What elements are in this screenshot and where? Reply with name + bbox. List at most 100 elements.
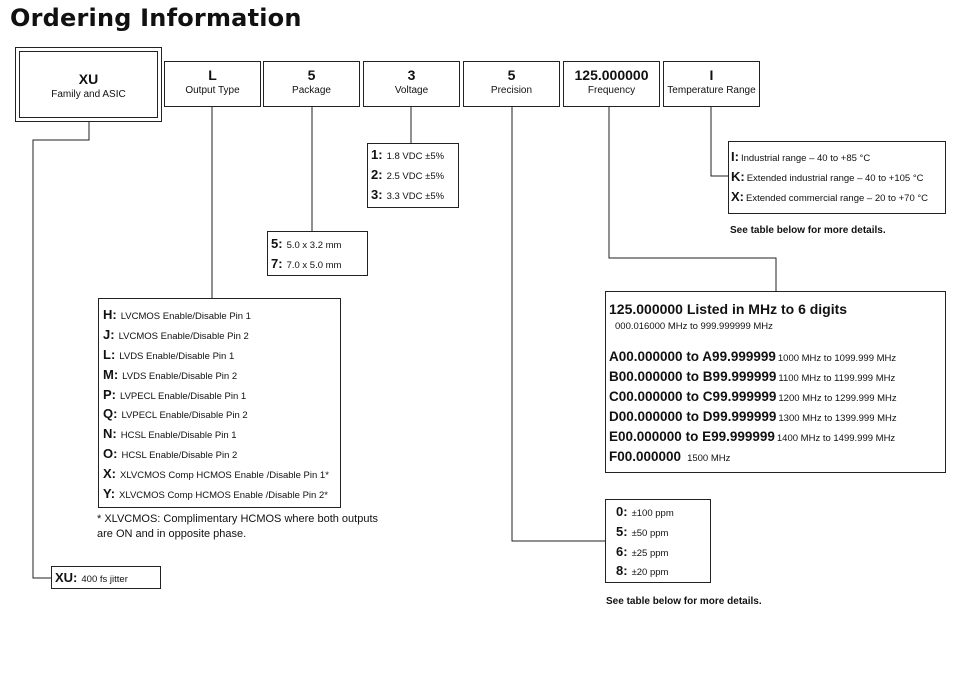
family-option-box: XU:400 fs jitter (51, 566, 161, 589)
option-key: Q: (103, 406, 118, 421)
option-row: L:LVDS Enable/Disable Pin 1 (103, 347, 234, 362)
part-desc-output-type: Output Type (185, 85, 240, 96)
frequency-codes: C00.000000 to C99.999999 (609, 389, 777, 404)
part-code-output-type: L (208, 67, 217, 83)
option-key: 5: (271, 236, 283, 251)
part-code-precision: 5 (507, 67, 516, 83)
frequency-heading: 125.000000 Listed in MHz to 6 digits (609, 301, 848, 317)
option-text: Extended commercial range – 20 to +70 °C (746, 193, 929, 204)
option-text: LVCMOS Enable/Disable Pin 2 (118, 331, 249, 342)
connector-precision (511, 107, 605, 542)
frequency-range: 1000 MHz to 1099.999 MHz (777, 353, 897, 364)
option-key: 7: (271, 256, 283, 271)
part-code-family: XU (78, 71, 99, 87)
option-text: 1.8 VDC ±5% (386, 151, 445, 162)
option-text: 7.0 x 5.0 mm (286, 260, 342, 271)
frequency-codes: B00.000000 to B99.999999 (609, 369, 777, 384)
option-row: Q:LVPECL Enable/Disable Pin 2 (103, 406, 248, 421)
option-text: 3.3 VDC ±5% (386, 191, 445, 202)
part-box-output-type: L Output Type (164, 61, 261, 107)
part-box-family: XU Family and ASIC (15, 47, 162, 122)
option-text: 400 fs jitter (81, 574, 128, 585)
part-box-temperature: I Temperature Range (663, 61, 760, 107)
option-key: Y: (103, 486, 116, 501)
option-text: LVPECL Enable/Disable Pin 1 (120, 391, 247, 402)
output-note-line-2: are ON and in opposite phase. (97, 528, 247, 540)
frequency-subheading: 000.016000 MHz to 999.999999 MHz (615, 321, 773, 332)
package-options-box: 5:5.0 x 3.2 mm 7:7.0 x 5.0 mm (267, 231, 368, 276)
option-key: 5: (616, 524, 628, 539)
frequency-codes: D00.000000 to D99.999999 (609, 409, 777, 424)
option-text: HCSL Enable/Disable Pin 1 (120, 430, 237, 441)
option-row: I:Industrial range – 40 to +85 °C (731, 149, 870, 164)
option-key: M: (103, 367, 119, 382)
part-box-frequency: 125.000000 Frequency (563, 61, 660, 107)
option-row: X:Extended commercial range – 20 to +70 … (731, 189, 928, 204)
connector-temperature (710, 107, 728, 177)
part-desc-voltage: Voltage (394, 85, 429, 96)
frequency-codes: F00.000000 (609, 449, 682, 464)
option-key: 3: (371, 187, 383, 202)
output-type-options-box: H:LVCMOS Enable/Disable Pin 1 J:LVCMOS E… (98, 298, 341, 508)
option-row: 1:1.8 VDC ±5% (371, 147, 444, 162)
part-code-voltage: 3 (407, 67, 416, 83)
part-box-family-inner-border (19, 51, 158, 118)
frequency-options-box: 125.000000 Listed in MHz to 6 digits 000… (605, 291, 946, 473)
option-key: 2: (371, 167, 383, 182)
temperature-options-box: I:Industrial range – 40 to +85 °C K:Exte… (728, 141, 946, 214)
frequency-range: 1200 MHz to 1299.999 MHz (778, 393, 897, 404)
part-box-package: 5 Package (263, 61, 360, 107)
option-key: J: (103, 327, 115, 342)
option-text: LVCMOS Enable/Disable Pin 1 (120, 311, 251, 322)
part-desc-family: Family and ASIC (51, 89, 126, 100)
option-row: 8:±20 ppm (616, 563, 668, 578)
option-row: XU:400 fs jitter (55, 570, 128, 585)
option-text: ±25 ppm (631, 548, 669, 559)
part-desc-precision: Precision (490, 85, 533, 96)
option-row: O:HCSL Enable/Disable Pin 2 (103, 446, 237, 461)
option-row: H:LVCMOS Enable/Disable Pin 1 (103, 307, 251, 322)
option-key: X: (103, 466, 116, 481)
temperature-note: See table below for more details. (730, 225, 886, 236)
option-row: 7:7.0 x 5.0 mm (271, 256, 341, 271)
part-desc-temperature: Temperature Range (667, 85, 756, 96)
option-text: XLVCMOS Comp HCMOS Enable /Disable Pin 2… (119, 490, 328, 501)
option-text: ±20 ppm (631, 567, 669, 578)
frequency-codes: A00.000000 to A99.999999 (609, 349, 776, 364)
option-key: 1: (371, 147, 383, 162)
option-key: X: (731, 189, 744, 204)
frequency-codes: E00.000000 to E99.999999 (609, 429, 775, 444)
option-text: Extended industrial range – 40 to +105 °… (746, 173, 924, 184)
frequency-range: 1100 MHz to 1199.999 MHz (778, 373, 896, 384)
option-text: ±50 ppm (631, 528, 669, 539)
option-row: N:HCSL Enable/Disable Pin 1 (103, 426, 237, 441)
option-text: 5.0 x 3.2 mm (286, 240, 342, 251)
part-code-package: 5 (307, 67, 316, 83)
part-box-voltage: 3 Voltage (363, 61, 460, 107)
page-title: Ordering Information (10, 4, 302, 32)
option-row: K:Extended industrial range – 40 to +105… (731, 169, 924, 184)
part-desc-frequency: Frequency (587, 85, 636, 96)
option-key: 8: (616, 563, 628, 578)
option-row: 5:±50 ppm (616, 524, 668, 539)
option-key: N: (103, 426, 117, 441)
option-text: Industrial range – 40 to +85 °C (740, 153, 871, 164)
option-key: O: (103, 446, 118, 461)
option-row: 3:3.3 VDC ±5% (371, 187, 444, 202)
part-code-frequency: 125.000000 (574, 67, 649, 83)
precision-options-box: 0:±100 ppm 5:±50 ppm 6:±25 ppm 8:±20 ppm (605, 499, 711, 583)
connector-frequency (608, 107, 777, 291)
option-row: 2:2.5 VDC ±5% (371, 167, 444, 182)
precision-note: See table below for more details. (606, 596, 762, 607)
option-row: M:LVDS Enable/Disable Pin 2 (103, 367, 237, 382)
part-box-precision: 5 Precision (463, 61, 560, 107)
option-text: HCSL Enable/Disable Pin 2 (121, 450, 238, 461)
option-row: Y:XLVCMOS Comp HCMOS Enable /Disable Pin… (103, 486, 328, 501)
option-row: 0:±100 ppm (616, 504, 674, 519)
part-desc-package: Package (292, 85, 331, 96)
option-key: H: (103, 307, 117, 322)
